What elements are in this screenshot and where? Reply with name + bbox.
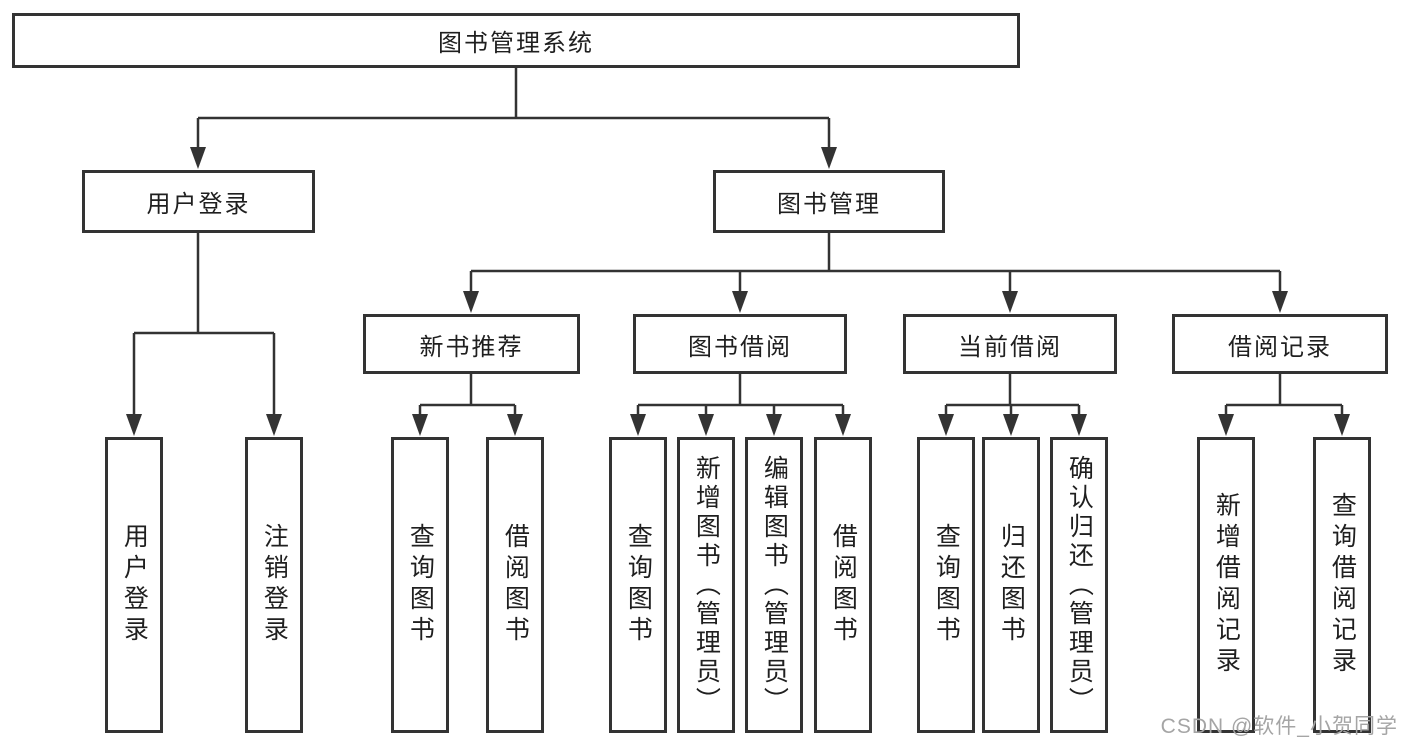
node-current-borrowing: 当前借阅	[903, 314, 1117, 374]
leaf-query-borrow-record-label: 查询借阅记录	[1328, 492, 1357, 678]
node-book-borrowing-label: 图书借阅	[688, 333, 792, 361]
node-borrowing-records: 借阅记录	[1172, 314, 1388, 374]
node-user-login-label: 用户登录	[146, 191, 251, 218]
watermark: CSDN @软件_小贺同学	[1160, 715, 1398, 738]
node-book-borrowing: 图书借阅	[633, 314, 847, 374]
leaf-user-login-label: 用户登录	[120, 523, 149, 647]
leaf-add-borrow-record-label: 新增借阅记录	[1212, 492, 1241, 678]
node-root: 图书管理系统	[12, 13, 1020, 68]
leaf-query-books-current-label: 查询图书	[932, 523, 961, 647]
leaf-query-books-recommend: 查询图书	[391, 437, 449, 733]
leaf-return-books: 归还图书	[982, 437, 1040, 733]
node-root-label: 图书管理系统	[438, 30, 594, 57]
leaf-edit-books-admin: 编辑图书（管理员）	[745, 437, 803, 733]
node-user-login: 用户登录	[82, 170, 315, 233]
node-book-management: 图书管理	[713, 170, 945, 233]
node-current-borrowing-label: 当前借阅	[958, 333, 1062, 361]
leaf-query-books-recommend-label: 查询图书	[406, 523, 435, 647]
leaf-borrow-books-label: 借阅图书	[829, 523, 858, 647]
leaf-borrow-books-recommend-label: 借阅图书	[501, 523, 530, 647]
leaf-query-borrow-record: 查询借阅记录	[1313, 437, 1371, 733]
leaf-query-books-borrowing-label: 查询图书	[624, 523, 653, 647]
leaf-confirm-return-admin: 确认归还（管理员）	[1050, 437, 1108, 733]
leaf-add-books-admin-label: 新增图书（管理员）	[692, 454, 721, 716]
node-book-management-label: 图书管理	[777, 191, 881, 218]
leaf-confirm-return-admin-label: 确认归还（管理员）	[1065, 454, 1094, 716]
leaf-add-borrow-record: 新增借阅记录	[1197, 437, 1255, 733]
leaf-user-login: 用户登录	[105, 437, 163, 733]
leaf-logout-label: 注销登录	[260, 523, 289, 647]
leaf-edit-books-admin-label: 编辑图书（管理员）	[760, 454, 789, 716]
node-new-book-recommend-label: 新书推荐	[419, 333, 524, 361]
leaf-return-books-label: 归还图书	[997, 523, 1026, 647]
leaf-query-books-current: 查询图书	[917, 437, 975, 733]
leaf-logout: 注销登录	[245, 437, 303, 733]
leaf-add-books-admin: 新增图书（管理员）	[677, 437, 735, 733]
leaf-borrow-books-recommend: 借阅图书	[486, 437, 544, 733]
leaf-query-books-borrowing: 查询图书	[609, 437, 667, 733]
node-new-book-recommend: 新书推荐	[363, 314, 580, 374]
leaf-borrow-books: 借阅图书	[814, 437, 872, 733]
node-borrowing-records-label: 借阅记录	[1228, 333, 1332, 361]
